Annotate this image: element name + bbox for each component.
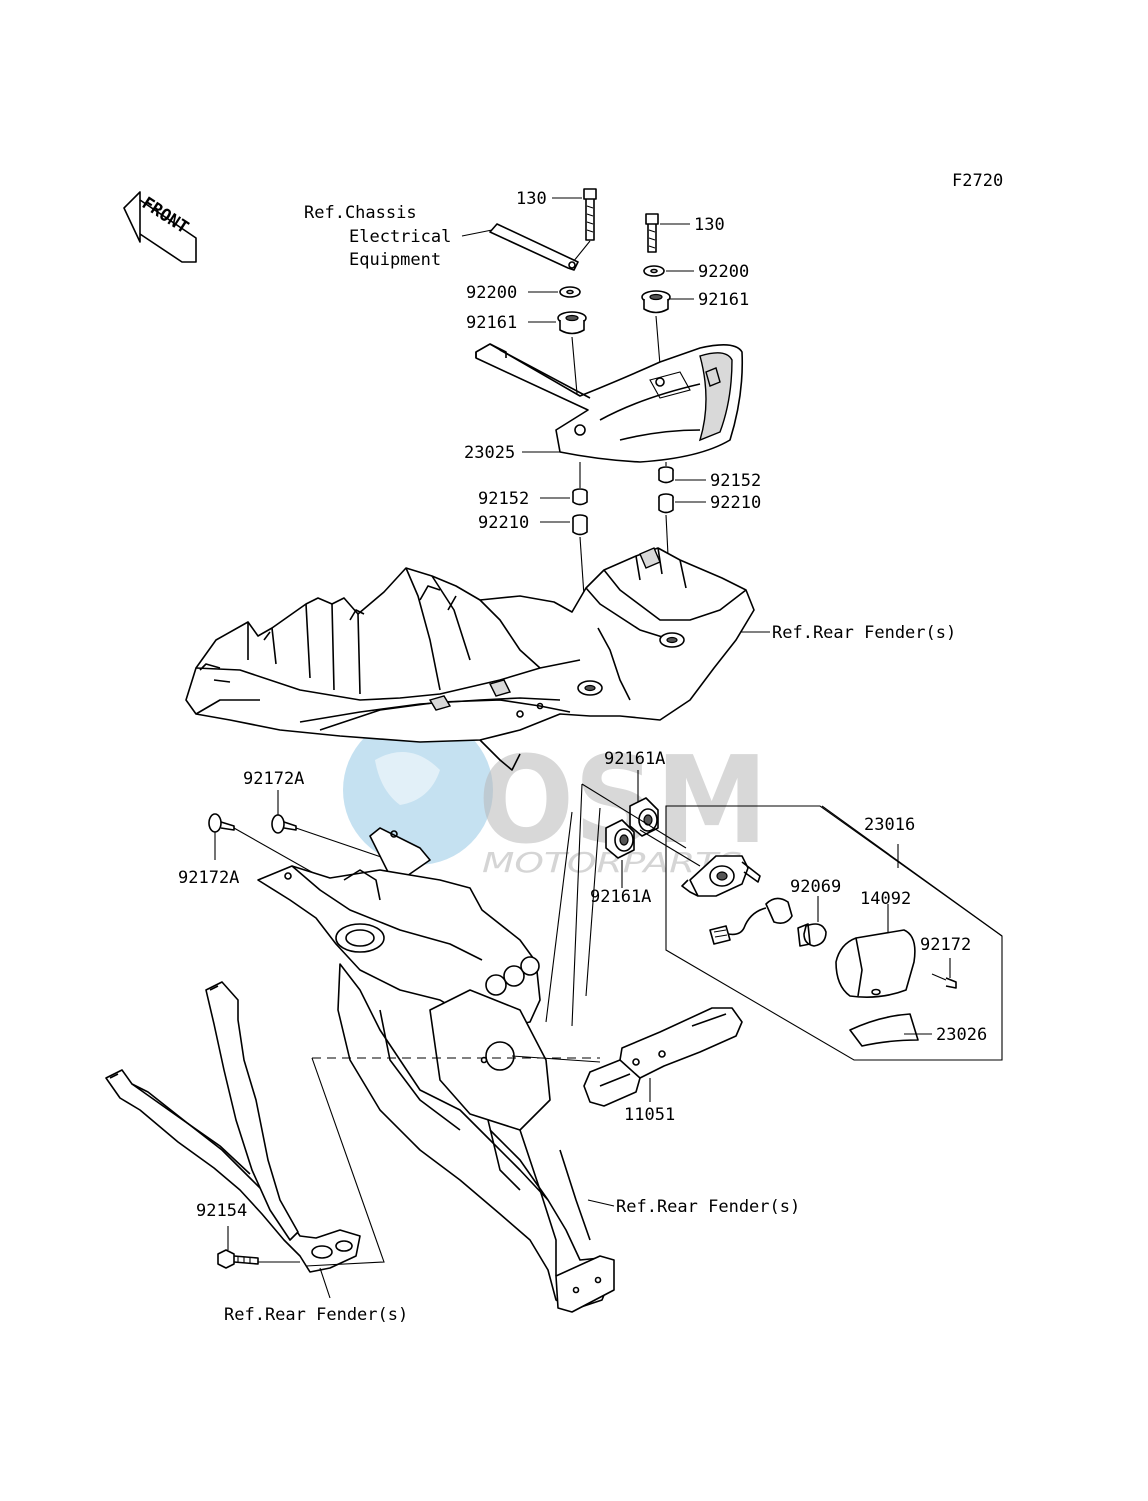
callout-92172: 92172 (920, 935, 971, 955)
grommet-92161-right (641, 290, 671, 314)
lens-14092 (835, 929, 916, 998)
callout-23016: 23016 (864, 815, 915, 835)
screw-92172 (931, 973, 957, 989)
collar-92210-right (658, 493, 674, 514)
bracket-11051 (583, 1007, 743, 1107)
callout-92154: 92154 (196, 1201, 247, 1221)
collar-92152-right (658, 466, 674, 484)
callout-92200-right: 92200 (698, 262, 749, 282)
grab-rail (105, 981, 361, 1273)
bolt-130-left (583, 188, 597, 241)
callout-92172A-upper: 92172A (243, 769, 304, 789)
callout-130-right: 130 (694, 215, 725, 235)
front-arrow-icon: FRONT (123, 191, 197, 263)
callout-23026: 23026 (936, 1025, 987, 1045)
callout-92161A-lower: 92161A (590, 887, 651, 907)
ref-rear-fender-bottom: Ref.Rear Fender(s) (224, 1305, 408, 1325)
callout-92161-right: 92161 (698, 290, 749, 310)
callout-92200-left: 92200 (466, 283, 517, 303)
callout-92210-left: 92210 (478, 513, 529, 533)
callout-23025: 23025 (464, 443, 515, 463)
washer-92200-right (643, 265, 665, 277)
callout-92210-right: 92210 (710, 493, 761, 513)
collar-92152-left (572, 488, 588, 506)
screw-92172A-lower (208, 813, 235, 833)
figure-code: F2720 (952, 171, 1003, 191)
ref-rear-fender-top: Ref.Rear Fender(s) (772, 623, 956, 643)
washer-92200-left (559, 286, 581, 298)
callout-11051: 11051 (624, 1105, 675, 1125)
callout-92152-left: 92152 (478, 489, 529, 509)
bolt-130-right (645, 213, 659, 253)
grommet-92161-left (557, 311, 587, 335)
ref-chassis-line3: Equipment (349, 250, 441, 270)
callout-92152-right: 92152 (710, 471, 761, 491)
callout-14092: 14092 (860, 889, 911, 909)
bulb-92069 (797, 923, 827, 947)
ref-rear-fender-mid: Ref.Rear Fender(s) (616, 1197, 800, 1217)
ref-chassis-line2: Electrical (349, 227, 451, 247)
grommet-92161A-lower (605, 819, 635, 859)
callout-92069: 92069 (790, 877, 841, 897)
ref-chassis-line1: Ref.Chassis (304, 203, 417, 223)
callout-130-left: 130 (516, 189, 547, 209)
rear-fender-upper (185, 547, 755, 771)
assembly-bracket-23016 (665, 805, 1003, 1061)
chassis-strap (489, 223, 579, 271)
callout-92172A-lower: 92172A (178, 868, 239, 888)
license-plate-bracket (257, 827, 615, 1313)
bolt-92154 (217, 1249, 259, 1269)
callout-92161A-upper: 92161A (604, 749, 665, 769)
screw-92172A-upper (271, 814, 297, 834)
socket-harness (709, 897, 793, 945)
lamp-housing (681, 855, 761, 897)
tail-light-23025 (475, 343, 744, 463)
gasket-23026 (849, 1013, 919, 1047)
callout-92161-left: 92161 (466, 313, 517, 333)
collar-92210-left (572, 514, 588, 536)
